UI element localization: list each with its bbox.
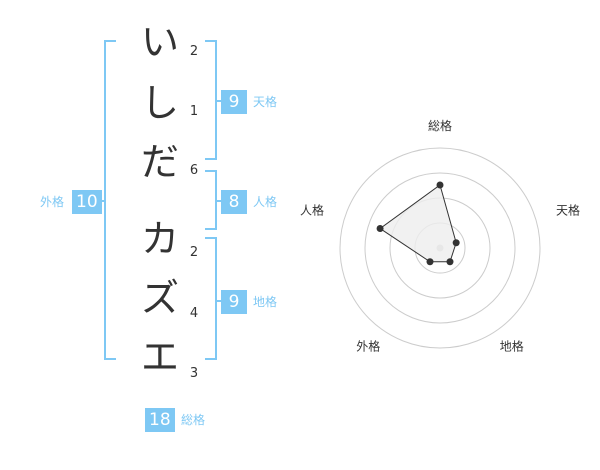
chikaku-label: 地格 — [253, 295, 278, 309]
radar-point-5 — [376, 225, 384, 233]
gaikaku-badge: 10 — [72, 190, 102, 214]
soukaku-badge: 18 — [145, 408, 175, 432]
stroke-count-3: 6 — [189, 163, 199, 178]
soukaku-label: 総格 — [181, 413, 206, 427]
stroke-count-4: 2 — [189, 245, 199, 260]
chikaku-bracket — [205, 237, 217, 360]
name-char-6: エ — [140, 335, 179, 379]
radar-axis-label-5: 人格 — [300, 202, 324, 217]
name-char-5: ズ — [140, 276, 179, 320]
gaikaku-bracket — [104, 40, 116, 360]
radar-grid-ring-4 — [339, 147, 541, 349]
radar-point-1 — [436, 181, 444, 189]
name-char-2: し — [140, 81, 179, 125]
name-char-3: だ — [140, 140, 179, 184]
chikaku-badge: 9 — [221, 290, 247, 314]
chikaku-tick — [216, 300, 222, 302]
name-char-1: い — [140, 20, 179, 64]
stroke-count-2: 1 — [189, 104, 199, 119]
tenkaku-badge: 9 — [221, 90, 247, 114]
radar-axis-label-3: 地格 — [500, 339, 524, 354]
tenkaku-label: 天格 — [253, 95, 278, 109]
jinkaku-label: 人格 — [253, 195, 278, 209]
name-char-4: カ — [140, 217, 179, 261]
radar-axis-label-2: 天格 — [556, 202, 580, 217]
radar-axis-label-1: 総格 — [428, 118, 452, 133]
radar-point-2 — [452, 239, 460, 247]
jinkaku-tick — [216, 200, 222, 202]
radar-grid-ring-3 — [364, 172, 516, 324]
gaikaku-label: 外格 — [40, 195, 65, 209]
stroke-count-6: 3 — [189, 366, 199, 381]
radar-axis-label-4: 外格 — [356, 339, 380, 354]
radar-point-4 — [426, 258, 434, 266]
jinkaku-badge: 8 — [221, 190, 247, 214]
stroke-count-5: 4 — [189, 306, 199, 321]
stroke-count-1: 2 — [189, 44, 199, 59]
radar-point-3 — [446, 258, 454, 266]
radar-area — [379, 184, 457, 263]
tenkaku-tick — [216, 100, 222, 102]
